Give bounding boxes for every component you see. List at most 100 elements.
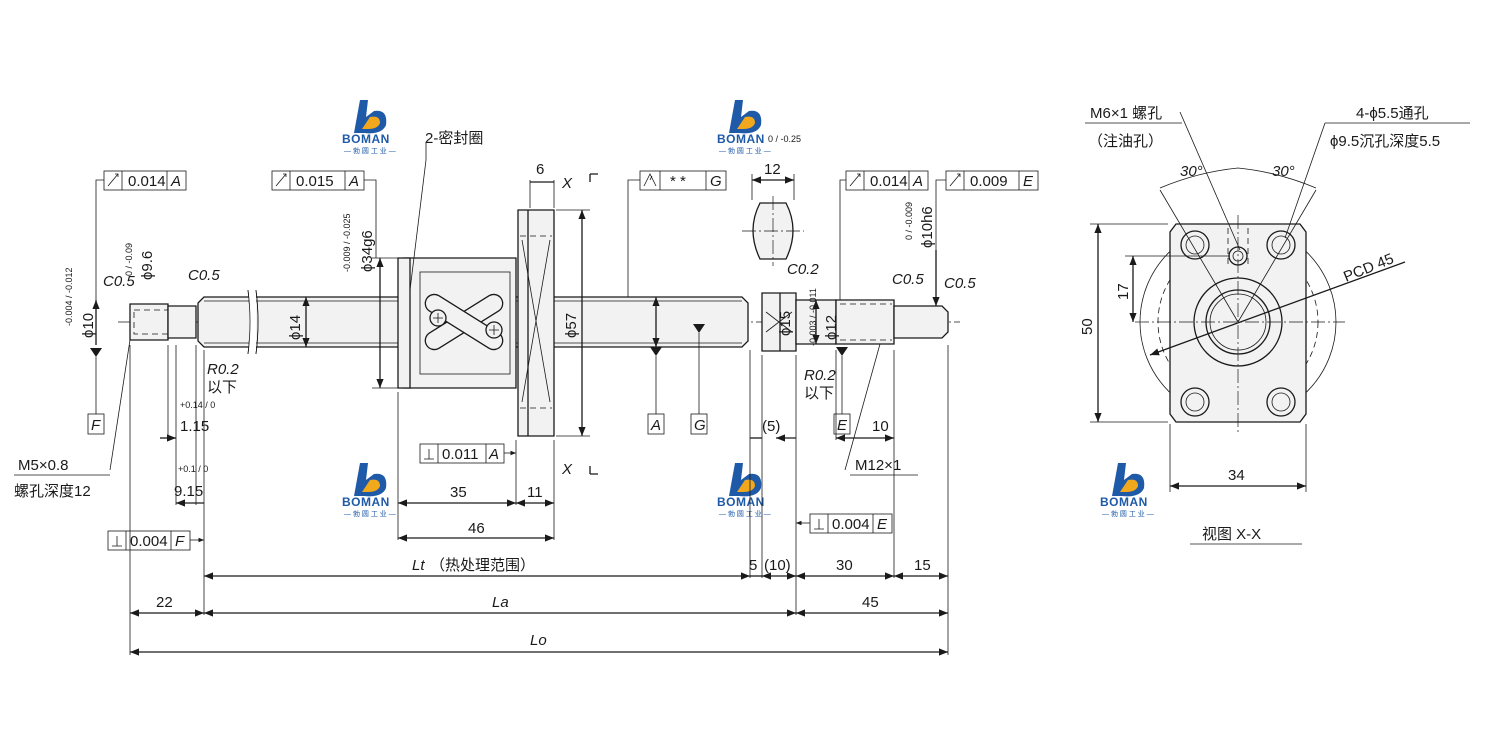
svg-text:F: F bbox=[175, 533, 185, 550]
end-view-xx bbox=[1135, 167, 1345, 432]
svg-text:0.015: 0.015 bbox=[296, 173, 334, 190]
svg-text:G: G bbox=[710, 173, 722, 190]
svg-text:PCD 45: PCD 45 bbox=[1341, 250, 1396, 285]
ball-nut bbox=[397, 209, 555, 437]
svg-text:F: F bbox=[91, 417, 101, 434]
svg-text:ϕ12: ϕ12 bbox=[823, 315, 840, 340]
svg-text:E: E bbox=[1023, 173, 1034, 190]
svg-text:— 勃 圆 工 业 —: — 勃 圆 工 业 — bbox=[719, 146, 771, 155]
svg-text:9.15: 9.15 bbox=[174, 483, 203, 500]
tolerance-frame: 0.015 A bbox=[271, 170, 377, 258]
svg-text:11: 11 bbox=[527, 484, 543, 501]
svg-text:0.014: 0.014 bbox=[870, 173, 908, 190]
svg-text:34: 34 bbox=[1228, 467, 1245, 484]
svg-text:ϕ34g6: ϕ34g6 bbox=[359, 230, 376, 272]
svg-text:46: 46 bbox=[468, 520, 485, 537]
svg-text:G: G bbox=[694, 417, 706, 434]
svg-text:1.15: 1.15 bbox=[180, 418, 209, 435]
svg-text:— 勃 圆 工 业 —: — 勃 圆 工 业 — bbox=[1102, 509, 1154, 518]
svg-text:C0.5: C0.5 bbox=[892, 271, 924, 288]
datum-e: E bbox=[833, 347, 851, 435]
svg-text:-0.003 / -0.011: -0.003 / -0.011 bbox=[808, 288, 818, 346]
svg-text:0.014: 0.014 bbox=[128, 173, 166, 190]
svg-text:6: 6 bbox=[536, 161, 544, 178]
boman-logo: BOMAN — 勃 圆 工 业 — bbox=[717, 100, 771, 155]
svg-text:ϕ10: ϕ10 bbox=[80, 313, 97, 338]
svg-text:+0.1 / 0: +0.1 / 0 bbox=[178, 464, 208, 474]
svg-text:50: 50 bbox=[1079, 318, 1096, 335]
svg-text:A: A bbox=[348, 173, 359, 190]
svg-text:R0.2: R0.2 bbox=[207, 361, 239, 378]
svg-text:17: 17 bbox=[1115, 283, 1132, 300]
svg-text:R0.2: R0.2 bbox=[804, 367, 836, 384]
tolerance-frame: 0.009 E bbox=[935, 170, 1039, 250]
svg-text:M6×1 螺孔: M6×1 螺孔 bbox=[1090, 105, 1162, 122]
svg-text:45: 45 bbox=[862, 594, 879, 611]
svg-text:La: La bbox=[492, 594, 509, 611]
svg-text:12: 12 bbox=[764, 161, 781, 178]
boman-logo: BOMAN — 勃 圆 工 业 — bbox=[717, 463, 771, 518]
svg-text:ϕ9.5沉孔深度5.5: ϕ9.5沉孔深度5.5 bbox=[1330, 133, 1440, 150]
svg-text:Lo: Lo bbox=[530, 632, 547, 649]
svg-text:(10): (10) bbox=[764, 557, 791, 574]
svg-text:C0.2: C0.2 bbox=[787, 261, 819, 278]
svg-text:22: 22 bbox=[156, 594, 173, 611]
svg-text:（注油孔）: （注油孔） bbox=[1088, 133, 1163, 150]
svg-text:BOMAN: BOMAN bbox=[717, 495, 765, 509]
svg-text:5: 5 bbox=[749, 557, 757, 574]
tolerance-frame: 0.004 F bbox=[107, 530, 204, 551]
tolerance-frame: * * G bbox=[627, 170, 727, 297]
svg-text:A: A bbox=[912, 173, 923, 190]
svg-text:30°: 30° bbox=[1180, 163, 1203, 180]
svg-text:0 / -0.09: 0 / -0.09 bbox=[124, 243, 134, 276]
svg-text:0 / -0.25: 0 / -0.25 bbox=[768, 134, 801, 144]
svg-text:30: 30 bbox=[836, 557, 853, 574]
svg-text:C0.5: C0.5 bbox=[944, 275, 976, 292]
svg-text:0.004: 0.004 bbox=[832, 516, 870, 533]
svg-text:ϕ14: ϕ14 bbox=[287, 315, 304, 340]
tolerance-frame: 0.011 A bbox=[419, 443, 516, 464]
svg-text:-0.004 / -0.012: -0.004 / -0.012 bbox=[64, 267, 74, 326]
svg-text:ϕ9.6: ϕ9.6 bbox=[139, 251, 156, 280]
boman-logo: BOMAN — 勃 圆 工 业 — bbox=[1100, 463, 1154, 518]
seal-label: 2-密封圈 bbox=[425, 130, 483, 147]
svg-text:15: 15 bbox=[914, 557, 931, 574]
svg-text:M12×1: M12×1 bbox=[855, 457, 901, 474]
svg-text:0.009: 0.009 bbox=[970, 173, 1008, 190]
svg-text:0.004: 0.004 bbox=[130, 533, 168, 550]
dimension-lines bbox=[14, 111, 1470, 656]
svg-text:— 勃 圆 工 业 —: — 勃 圆 工 业 — bbox=[344, 509, 396, 518]
svg-text:以下: 以下 bbox=[207, 379, 237, 396]
svg-text:10: 10 bbox=[872, 418, 889, 435]
datum-a: A bbox=[647, 347, 665, 435]
svg-text:A: A bbox=[650, 417, 661, 434]
svg-text:A: A bbox=[170, 173, 181, 190]
svg-text:* *: * * bbox=[670, 173, 686, 190]
svg-text:0 / -0.009: 0 / -0.009 bbox=[904, 202, 914, 240]
tolerance-frame: 0.014 A bbox=[95, 170, 187, 300]
svg-text:BOMAN: BOMAN bbox=[1100, 495, 1148, 509]
svg-text:ϕ57: ϕ57 bbox=[563, 313, 580, 338]
svg-text:0.011: 0.011 bbox=[442, 446, 478, 463]
svg-text:BOMAN: BOMAN bbox=[717, 132, 765, 146]
svg-text:BOMAN: BOMAN bbox=[342, 132, 390, 146]
svg-text:E: E bbox=[877, 516, 888, 533]
svg-text:（热处理范围）: （热处理范围） bbox=[430, 557, 535, 574]
svg-text:ϕ15: ϕ15 bbox=[777, 311, 794, 336]
svg-text:+0.14 / 0: +0.14 / 0 bbox=[180, 400, 215, 410]
svg-text:A: A bbox=[488, 446, 499, 463]
tolerance-frame: 0.014 A bbox=[839, 170, 929, 300]
svg-text:BOMAN: BOMAN bbox=[342, 495, 390, 509]
svg-text:— 勃 圆 工 业 —: — 勃 圆 工 业 — bbox=[344, 146, 396, 155]
datum-f: F bbox=[87, 348, 105, 435]
x-marker: X bbox=[561, 175, 573, 192]
boman-logo: BOMAN — 勃 圆 工 业 — bbox=[342, 100, 396, 155]
svg-text:C0.5: C0.5 bbox=[103, 273, 135, 290]
svg-text:Lt: Lt bbox=[412, 557, 425, 574]
svg-text:35: 35 bbox=[450, 484, 467, 501]
view-xx-title: 视图 X-X bbox=[1202, 526, 1261, 543]
svg-text:-0.009 / -0.025: -0.009 / -0.025 bbox=[342, 213, 352, 272]
svg-text:(5): (5) bbox=[762, 418, 780, 435]
svg-text:螺孔深度12: 螺孔深度12 bbox=[14, 483, 91, 500]
